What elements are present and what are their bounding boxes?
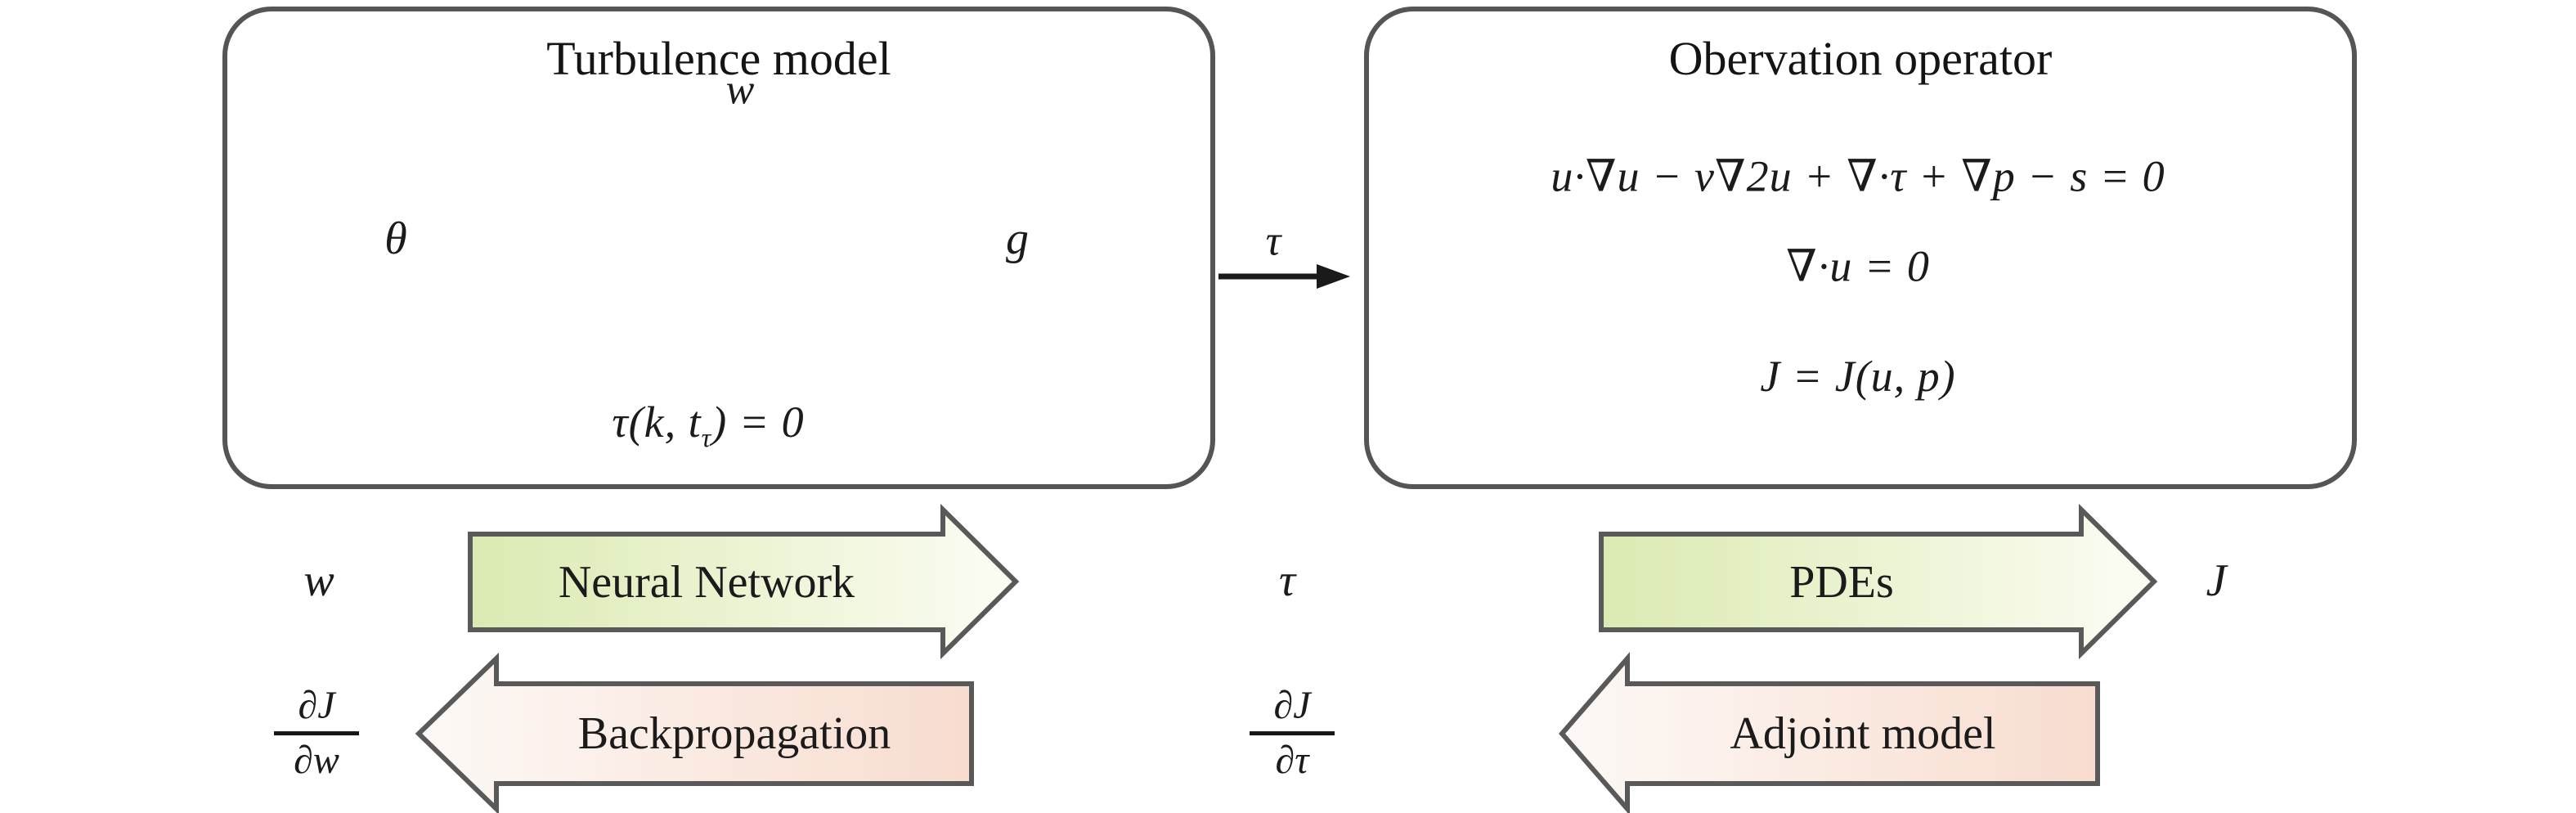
turbulence-model-box: Turbulence model <box>222 7 1215 489</box>
observation-operator-box: Obervation operator <box>1364 7 2357 489</box>
backpropagation-arrow-label: Backpropagation <box>577 708 891 759</box>
dj-dtau-denominator: ∂τ <box>1275 739 1309 783</box>
dj-dtau-fraction: ∂J ∂τ <box>1250 685 1335 782</box>
tau-input-label: τ <box>1278 555 1296 606</box>
observation-operator-title: Obervation operator <box>1668 32 2053 85</box>
weights-label: w <box>725 66 755 114</box>
fraction-bar <box>1250 731 1335 736</box>
tau-flow-arrow <box>1218 264 1350 289</box>
j-output-label: J <box>2206 555 2227 606</box>
constraint-prefix: τ(k, t <box>612 398 702 447</box>
w-input-label: w <box>303 555 334 606</box>
fraction-bar <box>274 731 359 736</box>
neural-network-arrow-label: Neural Network <box>558 557 855 608</box>
g-output-label: g <box>1006 213 1029 264</box>
dj-dtau-numerator: ∂J <box>1273 684 1311 728</box>
pdes-arrow-label: PDEs <box>1789 557 1894 608</box>
turbulence-model-title: Turbulence model <box>546 32 891 85</box>
adjoint-model-arrow-label: Adjoint model <box>1730 708 1996 759</box>
constraint-subscript: τ <box>701 423 712 453</box>
continuity-equation: ∇·u = 0 <box>1786 241 1930 291</box>
cost-function-equation: J = J(u, p) <box>1760 352 1956 401</box>
dj-dw-fraction: ∂J ∂w <box>274 685 359 782</box>
mid-arrow-tau-label: τ <box>1265 218 1281 265</box>
theta-input-label: θ <box>384 213 407 264</box>
dj-dw-denominator: ∂w <box>294 739 339 783</box>
dj-dw-numerator: ∂J <box>298 684 335 728</box>
constraint-suffix: ) = 0 <box>711 398 805 447</box>
momentum-equation: u·∇u − v∇2u + ∇·τ + ∇p − s = 0 <box>1551 151 2165 201</box>
constraint-equation: τ(k, tτ) = 0 <box>612 397 805 451</box>
